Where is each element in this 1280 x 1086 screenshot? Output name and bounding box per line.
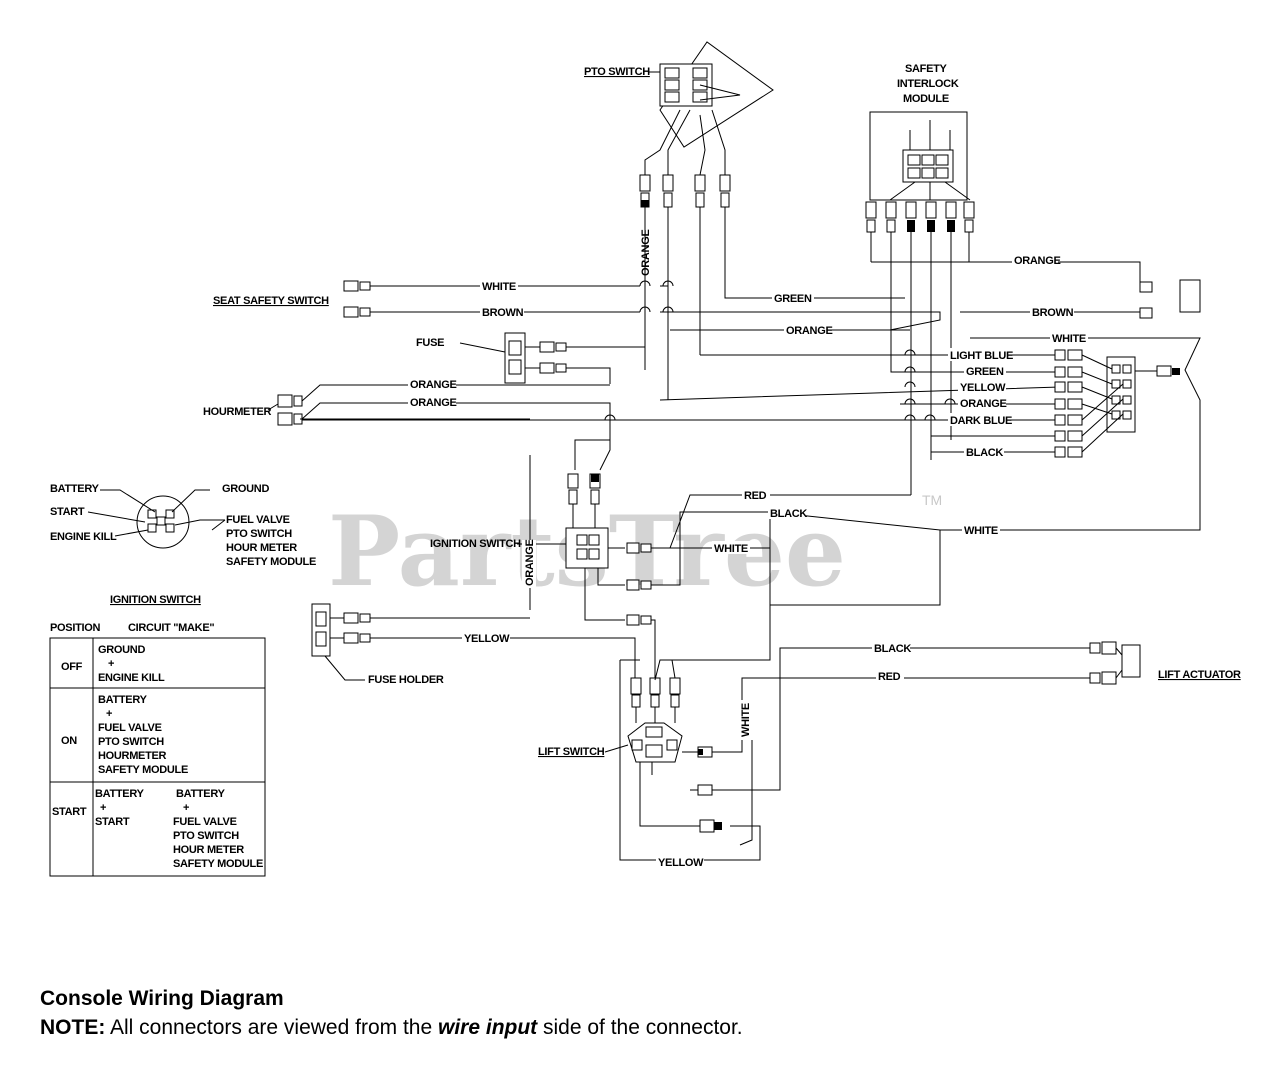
- seat-safety-switch-label: SEAT SAFETY SWITCH: [213, 295, 329, 307]
- wire-label-orange-module-right: ORANGE: [1014, 255, 1060, 267]
- caption-note-emphasis: wire input: [438, 1016, 538, 1039]
- caption-note-label: NOTE:: [40, 1016, 106, 1039]
- wire-label-orange-hour-1: ORANGE: [410, 379, 456, 391]
- terminal-safety-module: SAFETY MODULE: [226, 556, 316, 568]
- fuse-label: FUSE: [416, 337, 444, 349]
- wire-label-green-conn: GREEN: [966, 366, 1004, 378]
- table-header-circuit: CIRCUIT "MAKE": [128, 622, 214, 634]
- pto-switch-label: PTO SWITCH: [584, 66, 650, 78]
- wire-label-yellow-bottom: YELLOW: [658, 857, 704, 869]
- wire-label-white-long: WHITE: [964, 525, 998, 537]
- terminal-start: START: [50, 506, 85, 518]
- wire-label-brown-right: BROWN: [1032, 307, 1074, 319]
- table-row-start-position: START: [52, 806, 87, 818]
- terminal-fuel-valve: FUEL VALVE: [226, 514, 290, 526]
- wire-label-brown-seat: BROWN: [482, 307, 524, 319]
- terminal-ground: GROUND: [222, 483, 269, 495]
- wire-label-light-blue: LIGHT BLUE: [950, 350, 1013, 362]
- wire-label-yellow-conn: YELLOW: [960, 382, 1006, 394]
- table-row-on-line: SAFETY MODULE: [98, 764, 188, 776]
- table-title: IGNITION SWITCH: [110, 594, 201, 606]
- wire-label-green-top: GREEN: [774, 293, 812, 305]
- table-row-start-right: +: [183, 802, 189, 814]
- wire-label-orange-conn: ORANGE: [960, 398, 1006, 410]
- right-connector-stack: [1054, 349, 1180, 458]
- wire-label-red-lift: RED: [878, 671, 901, 683]
- wire-label-orange-ign-vertical: ORANGE: [524, 540, 536, 586]
- lift-actuator-label: LIFT ACTUATOR: [1158, 669, 1241, 681]
- safety-interlock-module-label-2: INTERLOCK: [897, 78, 959, 90]
- table-row-on-line: BATTERY: [98, 694, 148, 706]
- table-row-start-right: PTO SWITCH: [173, 830, 239, 842]
- table-row-off-line: GROUND: [98, 644, 145, 656]
- table-row-on-position: ON: [61, 735, 77, 747]
- watermark-tm: TM: [922, 492, 942, 508]
- safety-interlock-module-label-1: SAFETY: [905, 63, 948, 75]
- table-row-off-line: ENGINE KILL: [98, 672, 165, 684]
- terminal-hour-meter: HOUR METER: [226, 542, 297, 554]
- caption-note-text-1: All connectors are viewed from the: [105, 1016, 438, 1039]
- lift-switch-label: LIFT SWITCH: [538, 746, 605, 758]
- wire-labels: ORANGE WHITE BROWN GREEN ORANGE ORANGE B…: [408, 230, 1088, 869]
- wire-label-black-conn: BLACK: [966, 447, 1003, 459]
- table-row-on-line: FUEL VALVE: [98, 722, 162, 734]
- caption-title: Console Wiring Diagram: [40, 987, 284, 1010]
- wire-label-black-lift: BLACK: [874, 643, 911, 655]
- wire-label-red-ign: RED: [744, 490, 767, 502]
- wire-label-black-ign: BLACK: [770, 508, 807, 520]
- table-row-start-right: FUEL VALVE: [173, 816, 237, 828]
- wire-label-dark-blue: DARK BLUE: [950, 415, 1012, 427]
- wire-label-orange-hour-2: ORANGE: [410, 397, 456, 409]
- ignition-switch-table: IGNITION SWITCH POSITION CIRCUIT "MAKE" …: [49, 594, 266, 877]
- pto-switch: [639, 41, 774, 208]
- table-row-on-line: +: [106, 708, 112, 720]
- fuse-holder-label: FUSE HOLDER: [368, 674, 444, 686]
- table-row-off-position: OFF: [61, 661, 83, 673]
- table-row-on-line: HOURMETER: [98, 750, 167, 762]
- table-row-start-left: +: [100, 802, 106, 814]
- table-row-on-line: PTO SWITCH: [98, 736, 164, 748]
- table-header-position: POSITION: [50, 622, 101, 634]
- hourmeter-label: HOURMETER: [203, 406, 272, 418]
- wire-label-yellow-fuse-holder: YELLOW: [464, 633, 510, 645]
- wire-label-orange-mid: ORANGE: [786, 325, 832, 337]
- safety-interlock-module: [865, 111, 975, 233]
- wire-label-white-right: WHITE: [1052, 333, 1086, 345]
- table-row-start-right: HOUR METER: [173, 844, 244, 856]
- lift-switch-body: [627, 677, 683, 775]
- caption-note-text-2: side of the connector.: [537, 1016, 743, 1039]
- safety-interlock-module-label-3: MODULE: [903, 93, 949, 105]
- table-row-off-line: +: [108, 658, 114, 670]
- table-row-start-right: BATTERY: [176, 788, 226, 800]
- wire-label-white-ign: WHITE: [714, 543, 748, 555]
- table-row-start-left: START: [95, 816, 130, 828]
- table-row-start-right: SAFETY MODULE: [173, 858, 263, 870]
- terminal-battery: BATTERY: [50, 483, 100, 495]
- caption-note: NOTE: All connectors are viewed from the…: [40, 1016, 743, 1040]
- wire-label-white-lift-vertical: WHITE: [740, 703, 752, 737]
- terminal-engine-kill: ENGINE KILL: [50, 531, 117, 543]
- terminal-pto-switch: PTO SWITCH: [226, 528, 292, 540]
- wire-label-orange-vertical-top: ORANGE: [640, 230, 652, 276]
- table-row-start-left: BATTERY: [95, 788, 145, 800]
- wire-label-white-seat: WHITE: [482, 281, 516, 293]
- ignition-switch-label: IGNITION SWITCH: [430, 538, 521, 550]
- wiring-harness: [277, 207, 1201, 861]
- ignition-terminal-detail: BATTERY START ENGINE KILL GROUND FUEL VA…: [50, 483, 316, 568]
